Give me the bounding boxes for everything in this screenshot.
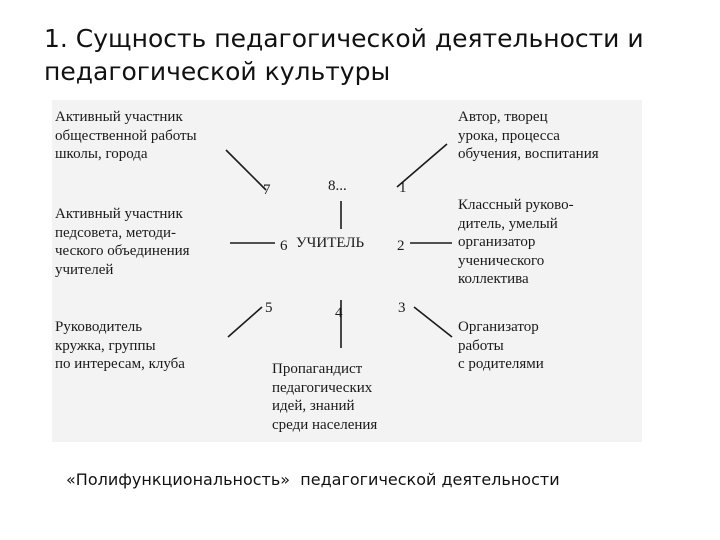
role-text-1: Автор, творец урока, процесса обучения, … <box>458 109 599 162</box>
role-number-8: 8... <box>328 178 347 194</box>
teacher-roles-diagram: УЧИТЕЛЬ 1 2 3 4 5 6 7 8... Автор, творец… <box>52 100 642 442</box>
center-label-teacher: УЧИТЕЛЬ <box>296 235 365 251</box>
role-text-4: Пропагандист педагогических идей, знаний… <box>272 361 378 433</box>
slide-caption: «Полифункциональность» педагогической де… <box>66 470 560 489</box>
role-text-2: Классный руково- дитель, умелый организа… <box>458 197 574 287</box>
role-number-4: 4 <box>335 305 343 321</box>
role-number-2: 2 <box>397 238 405 254</box>
role-text-3: Организатор работы с родителями <box>458 319 544 372</box>
connector-lines <box>225 143 453 348</box>
role-number-7: 7 <box>263 182 271 198</box>
role-number-1: 1 <box>399 180 407 196</box>
connector-3 <box>413 306 453 338</box>
connector-1 <box>396 143 448 188</box>
role-number-5: 5 <box>265 300 273 316</box>
slide-title: 1. Сущность педагогической деятельности … <box>44 24 644 86</box>
connector-5 <box>227 306 263 338</box>
role-number-3: 3 <box>398 300 406 316</box>
role-text-7: Активный участник общественной работы шк… <box>55 109 197 162</box>
role-number-6: 6 <box>280 238 288 254</box>
connector-7 <box>225 149 267 191</box>
role-text-5: Руководитель кружка, группы по интересам… <box>55 319 185 372</box>
role-text-6: Активный участник педсовета, методи- чес… <box>55 206 190 278</box>
